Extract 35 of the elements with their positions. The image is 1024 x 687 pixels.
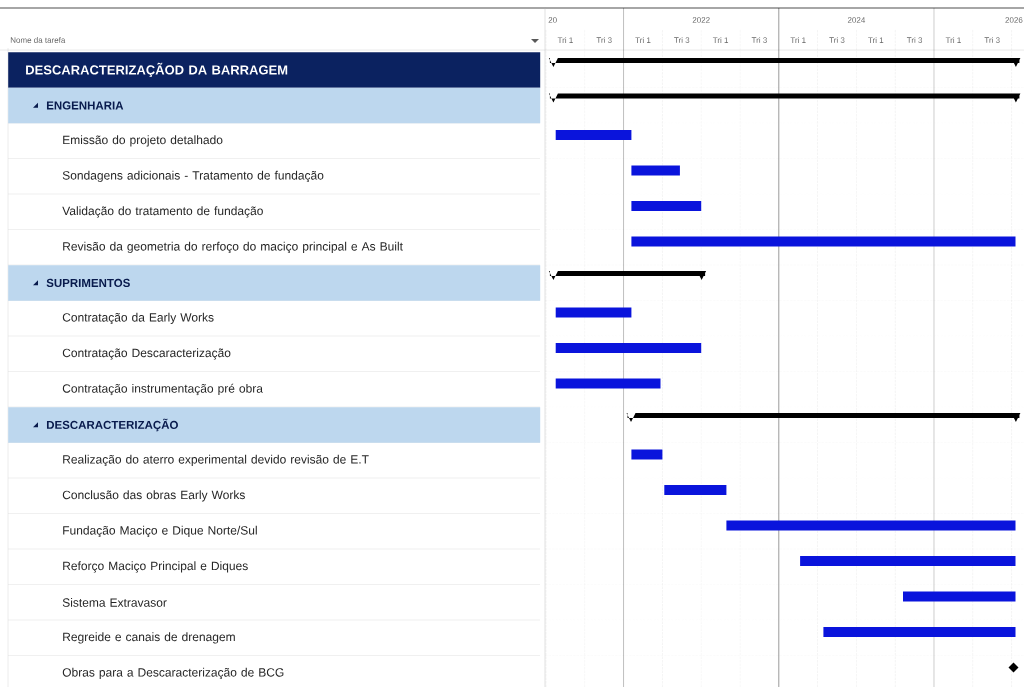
project-row: DESCARACTERIZAÇÃOD DA BARRAGEM — [8, 52, 541, 88]
quarter-label: Tri 3 — [829, 37, 845, 43]
quarter-label: Tri 1 — [635, 37, 651, 43]
year-label: 2026 — [1005, 17, 1023, 23]
task-name: Emissão do projeto detalhado — [63, 135, 223, 147]
task-name: Contratação Descaracterização — [62, 348, 231, 360]
task-name: Realização do aterro experimental devido revisão de E.T — [63, 454, 369, 467]
summary-row: ENGENHARIA — [8, 87, 541, 124]
task-name: Reforço Maciço Principal e Diques — [63, 561, 248, 573]
task-name: Regreide e canais de drenagem — [63, 632, 235, 644]
year-label: 20 — [548, 17, 557, 23]
quarter-label: Tri 3 — [751, 37, 767, 43]
summary-row: DESCARACTERIZAÇÃO — [8, 407, 541, 443]
quarter-label: Tri 1 — [712, 37, 729, 43]
task-name: Obras para a Descaracterização de BCG — [62, 667, 284, 680]
quarter-label: Tri 3 — [906, 37, 923, 43]
task-name: Validação do tratamento de fundação — [62, 206, 263, 218]
quarter-label: Tri 1 — [557, 37, 573, 43]
task-name: Fundação Maciço e Dique Norte/Sul — [63, 525, 257, 538]
year-label: 2022 — [692, 17, 710, 23]
quarter-label: Tri 1 — [945, 37, 961, 43]
task-name: Contratação da Early Works — [62, 312, 214, 325]
task-name: Sondagens adicionais - Tratamento de fundação — [62, 170, 324, 183]
quarter-label: Tri 3 — [596, 37, 612, 43]
quarter-label: Tri 1 — [790, 37, 806, 43]
summary-row: SUPRIMENTOS — [8, 265, 541, 301]
task-name: Revisão da geometria do rerfoço do maciço principal e As Built — [63, 241, 403, 254]
quarter-label: Tri 3 — [674, 37, 690, 43]
quarter-label: Tri 3 — [984, 37, 1000, 43]
quarter-label: Tri 1 — [868, 37, 884, 43]
task-name: Contratação instrumentação pré obra — [62, 383, 263, 396]
task-name: Conclusão das obras Early Works — [62, 490, 245, 502]
year-label: 2024 — [847, 17, 866, 23]
task-name: Sistema Extravasor — [62, 598, 167, 607]
column-header: Nome da tarefa — [10, 37, 66, 43]
